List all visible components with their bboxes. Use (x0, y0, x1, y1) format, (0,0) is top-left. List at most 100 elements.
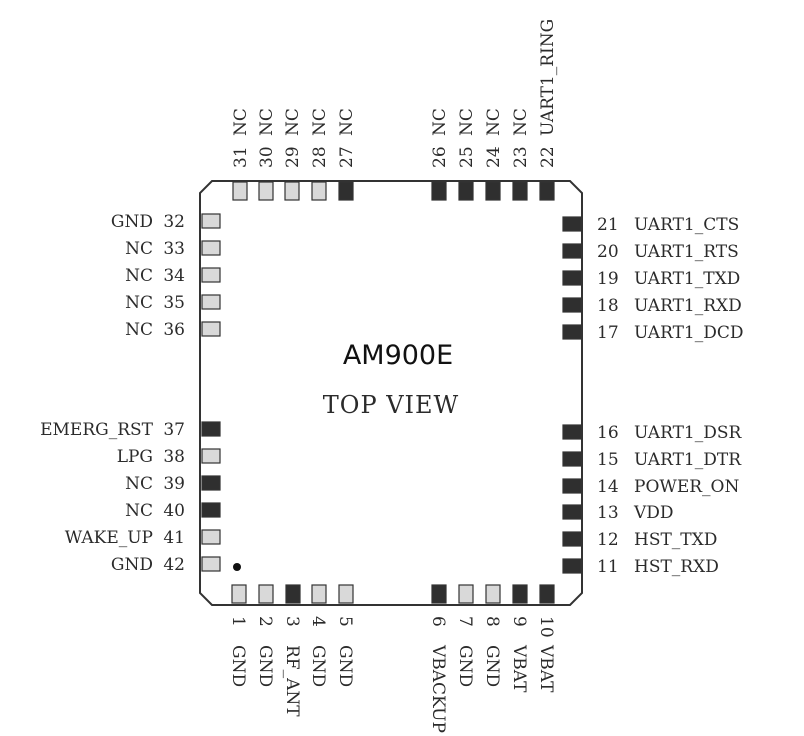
pin-number-30: 30 (257, 146, 277, 168)
pin-number-7: 7 (455, 616, 475, 627)
pin-number-21: 21 (597, 215, 619, 235)
pin-number-20: 20 (597, 242, 619, 262)
chip-view-label: TOP VIEW (323, 391, 459, 419)
pin1-marker-dot (233, 563, 241, 571)
pin-name-14: POWER_ON (634, 477, 739, 497)
pin-number-27: 27 (337, 146, 357, 168)
pad-pin-12 (562, 531, 582, 547)
pin-number-38: 38 (163, 447, 185, 467)
pin-name-8: GND (482, 645, 502, 687)
pin-name-30: NC (257, 108, 277, 136)
pad-pin-31 (232, 181, 248, 201)
pin-number-17: 17 (597, 323, 619, 343)
pad-pin-4 (311, 584, 327, 604)
pin-number-16: 16 (597, 423, 619, 443)
pin-name-11: HST_RXD (634, 557, 719, 577)
pin-number-34: 34 (163, 266, 185, 286)
pin-name-37: EMERG_RST (40, 420, 154, 440)
pad-pin-8 (485, 584, 501, 604)
pad-pin-42 (201, 556, 221, 572)
pin-name-39: NC (125, 474, 153, 494)
pin-number-40: 40 (163, 501, 185, 521)
pin-number-24: 24 (484, 146, 504, 168)
pin-name-7: GND (455, 645, 475, 687)
pad-pin-39 (201, 475, 221, 491)
pin-name-41: WAKE_UP (65, 528, 153, 548)
pad-pin-22 (539, 181, 555, 201)
pin-name-29: NC (283, 108, 303, 136)
pad-pin-23 (512, 181, 528, 201)
pad-pin-15 (562, 451, 582, 467)
pin-name-27: NC (337, 108, 357, 136)
chip-body (199, 180, 583, 606)
pin-name-33: NC (125, 239, 153, 259)
pad-pin-25 (458, 181, 474, 201)
pin-number-4: 4 (308, 616, 328, 627)
pin-number-36: 36 (163, 320, 185, 340)
pin-name-1: GND (228, 645, 248, 687)
pin-number-22: 22 (538, 146, 558, 168)
pad-pin-2 (258, 584, 274, 604)
pad-pin-33 (201, 240, 221, 256)
pad-pin-5 (338, 584, 354, 604)
pin-name-32: GND (111, 212, 153, 232)
pin-number-42: 42 (163, 555, 185, 575)
pin-number-23: 23 (511, 146, 531, 168)
pad-pin-19 (562, 270, 582, 286)
pin-number-3: 3 (282, 616, 302, 627)
pin-number-19: 19 (597, 269, 619, 289)
pad-pin-38 (201, 448, 221, 464)
pin-number-14: 14 (597, 477, 619, 497)
pin-name-28: NC (310, 108, 330, 136)
pad-pin-27 (338, 181, 354, 201)
pin-name-19: UART1_TXD (634, 269, 740, 289)
pin-name-9: VBAT (509, 644, 529, 693)
pin-name-40: NC (125, 501, 153, 521)
pad-pin-13 (562, 504, 582, 520)
pin-name-36: NC (125, 320, 153, 340)
pin-number-31: 31 (231, 146, 251, 168)
pad-pin-30 (258, 181, 274, 201)
pin-name-42: GND (111, 555, 153, 575)
pad-pin-35 (201, 294, 221, 310)
pad-pin-36 (201, 321, 221, 337)
pad-pin-37 (201, 421, 221, 437)
pin-number-32: 32 (163, 212, 185, 232)
pin-number-26: 26 (430, 146, 450, 168)
pin-name-5: GND (335, 645, 355, 687)
pad-pin-40 (201, 502, 221, 518)
pin-number-5: 5 (335, 616, 355, 627)
pin-number-8: 8 (482, 616, 502, 627)
pad-pin-28 (311, 181, 327, 201)
pin-number-10: 10 (536, 616, 556, 638)
chip-name: AM900E (343, 340, 453, 371)
pin-number-25: 25 (457, 146, 477, 168)
pin-number-41: 41 (163, 528, 185, 548)
pad-pin-7 (458, 584, 474, 604)
pin-number-1: 1 (228, 616, 248, 627)
pin-number-35: 35 (163, 293, 185, 313)
pad-pin-20 (562, 243, 582, 259)
pin-name-20: UART1_RTS (634, 242, 739, 262)
pin-name-17: UART1_DCD (634, 323, 744, 343)
pad-pin-9 (512, 584, 528, 604)
pad-pin-10 (539, 584, 555, 604)
pin-name-13: VDD (633, 503, 674, 523)
pad-pin-26 (431, 181, 447, 201)
pin-name-31: NC (231, 108, 251, 136)
pin-number-13: 13 (597, 503, 619, 523)
pin-name-38: LPG (117, 447, 153, 467)
pad-pin-34 (201, 267, 221, 283)
pad-pin-32 (201, 213, 221, 229)
pad-pin-6 (431, 584, 447, 604)
pad-pin-14 (562, 478, 582, 494)
pin-number-39: 39 (163, 474, 185, 494)
pin-name-23: NC (511, 108, 531, 136)
pad-pin-21 (562, 216, 582, 232)
pin-name-18: UART1_RXD (634, 296, 742, 316)
pin-name-21: UART1_CTS (634, 215, 739, 235)
pin-number-2: 2 (255, 616, 275, 627)
pin-name-16: UART1_DSR (634, 423, 743, 443)
pad-pin-16 (562, 424, 582, 440)
pin-number-29: 29 (283, 146, 303, 168)
